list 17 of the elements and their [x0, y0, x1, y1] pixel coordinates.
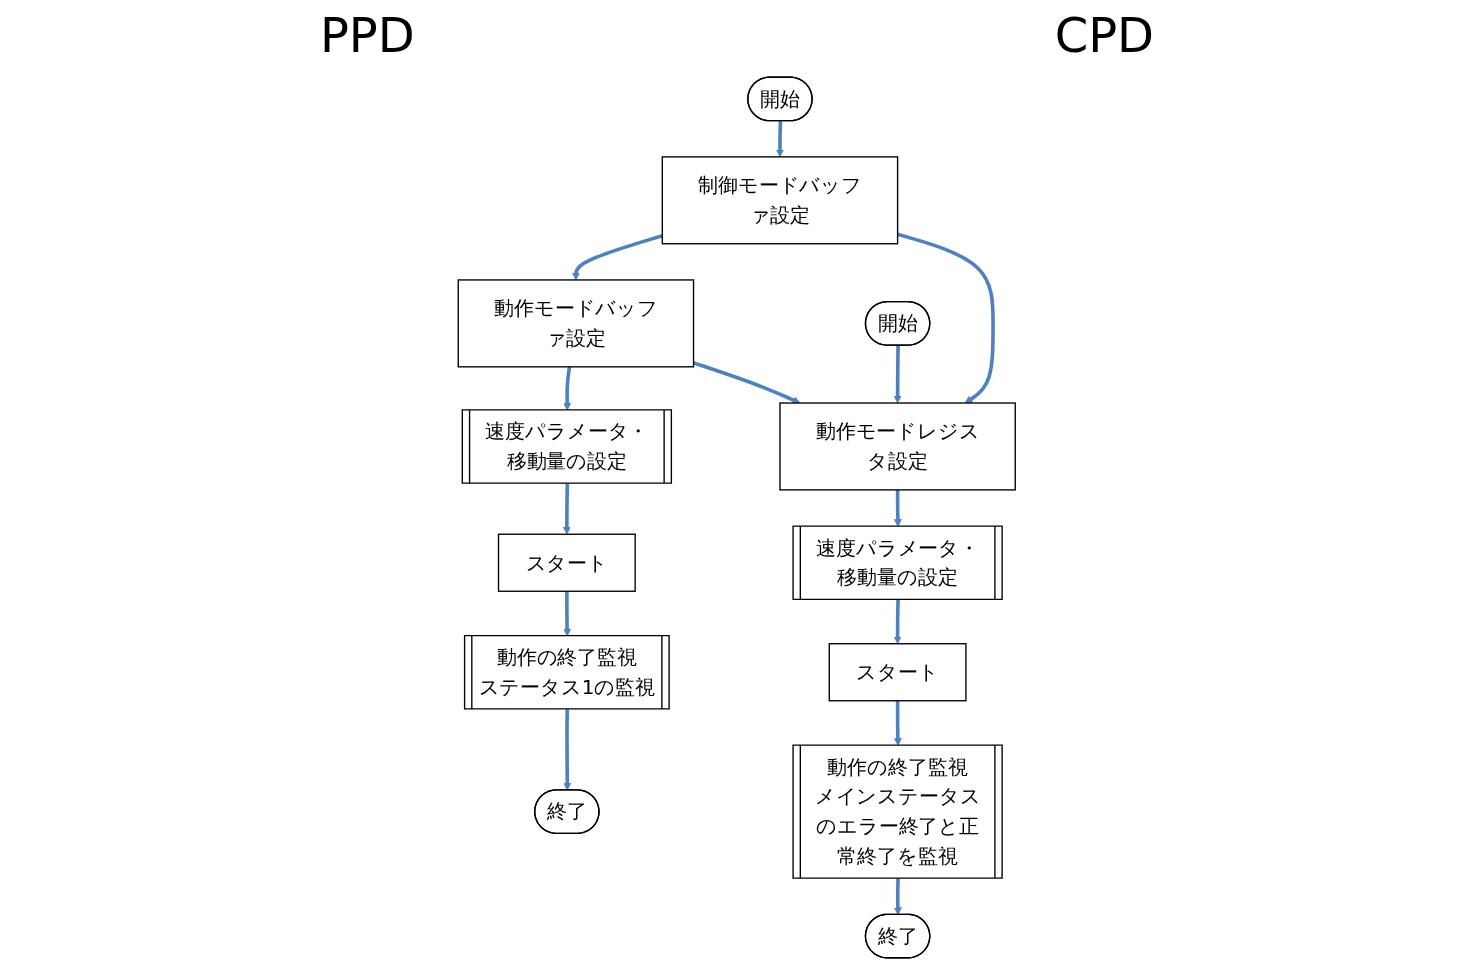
column-heading: PPD: [319, 7, 415, 63]
node-box: スタート: [498, 533, 637, 592]
arrow: [894, 878, 903, 916]
arrow: [894, 489, 903, 527]
node-box: 制御モードバッファ設定: [661, 156, 899, 245]
arrow: [897, 232, 996, 404]
arrow: [563, 483, 572, 535]
arrow: [893, 599, 902, 645]
node-box: スタート: [828, 643, 967, 702]
arrow: [894, 700, 903, 746]
arrow: [893, 345, 902, 404]
arrow: [693, 361, 801, 404]
node-box: 動作モードバッファ設定: [457, 279, 695, 368]
arrow: [776, 121, 785, 158]
arrow: [563, 709, 572, 791]
column-heading: CPD: [1054, 7, 1155, 63]
node-box: 動作モードレジスタ設定: [779, 402, 1017, 491]
